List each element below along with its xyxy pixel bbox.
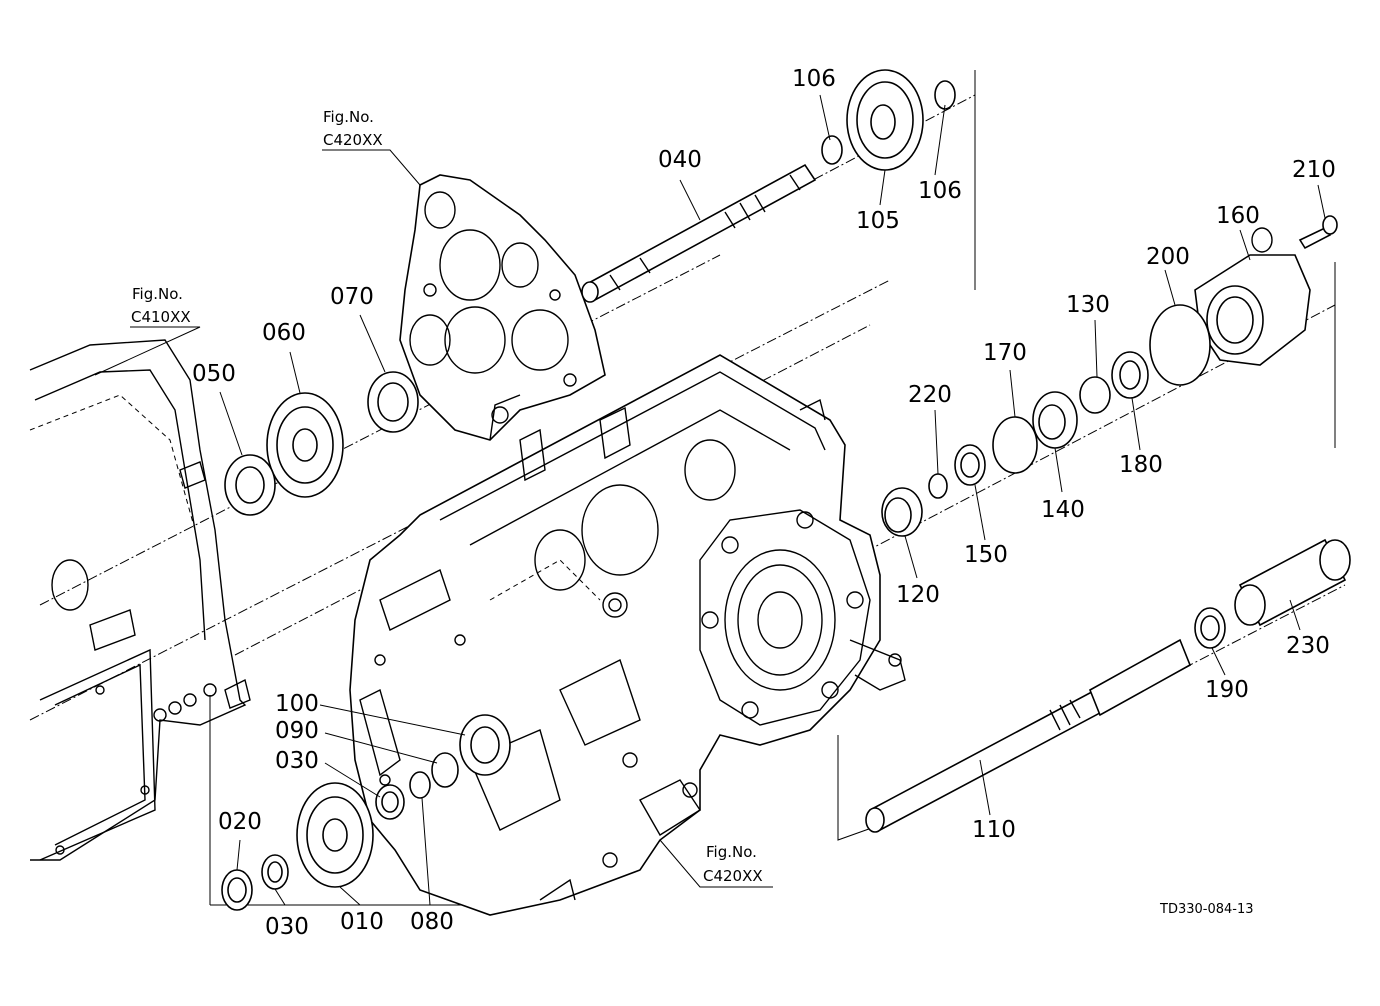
bearing-140 <box>1032 391 1078 449</box>
fig-ref-bottom-value: C420XX <box>703 867 763 885</box>
fig-ref-left: Fig.No. C410XX <box>131 285 191 326</box>
callout-100: 100 <box>275 691 319 717</box>
gear-105 <box>846 69 924 171</box>
callout-090: 090 <box>275 718 319 744</box>
callout-030b: 030 <box>265 914 309 940</box>
fig-ref-left-label: Fig.No. <box>132 285 183 303</box>
callout-020: 020 <box>218 809 262 835</box>
callout-040: 040 <box>658 147 702 173</box>
upper-plate <box>399 174 606 441</box>
seal-190 <box>1194 607 1226 649</box>
callout-106a: 106 <box>792 66 836 92</box>
ring-170 <box>992 416 1038 474</box>
gear-060 <box>266 392 344 498</box>
callout-110: 110 <box>972 817 1016 843</box>
callout-160: 160 <box>1216 203 1260 229</box>
callout-180: 180 <box>1119 452 1163 478</box>
callout-070: 070 <box>330 284 374 310</box>
collar-090 <box>431 752 459 788</box>
callout-010: 010 <box>340 909 384 935</box>
ring-220 <box>928 473 948 499</box>
bushing-120 <box>881 487 923 537</box>
shaft-110 <box>865 638 1192 833</box>
snap-ring-106a <box>821 135 843 165</box>
callout-080: 080 <box>410 909 454 935</box>
drawing-code: TD330-084-13 <box>1159 902 1254 917</box>
collar-020 <box>221 869 253 911</box>
callout-200: 200 <box>1146 244 1190 270</box>
spacer-130 <box>1079 376 1111 414</box>
callout-030a: 030 <box>275 748 319 774</box>
callout-050: 050 <box>192 361 236 387</box>
left-housing <box>29 339 251 861</box>
callout-210: 210 <box>1292 157 1336 183</box>
fig-ref-top-value: C420XX <box>323 131 383 149</box>
callout-230: 230 <box>1286 633 1330 659</box>
ring-080 <box>409 771 431 799</box>
bearing-100 <box>459 714 511 776</box>
shaft-040 <box>581 163 817 303</box>
callout-190: 190 <box>1205 677 1249 703</box>
callout-130: 130 <box>1066 292 1110 318</box>
housing-160 <box>1194 227 1311 366</box>
gear-010 <box>296 782 374 888</box>
fig-ref-bottom-label: Fig.No. <box>706 843 757 861</box>
bearing-030b <box>261 854 289 890</box>
callout-140: 140 <box>1041 497 1085 523</box>
main-housing <box>349 354 906 916</box>
fig-ref-top: Fig.No. C420XX <box>323 108 383 149</box>
callout-170: 170 <box>983 340 1027 366</box>
leader-lines <box>94 94 1326 906</box>
callout-060: 060 <box>262 320 306 346</box>
o-ring-200 <box>1149 304 1211 386</box>
seal-150 <box>954 444 986 486</box>
bearing-070 <box>367 371 419 433</box>
callout-120: 120 <box>896 582 940 608</box>
callout-labels: 106 106 105 040 210 160 200 130 170 220 … <box>192 66 1336 940</box>
callout-150: 150 <box>964 542 1008 568</box>
sleeve-230 <box>1234 538 1351 627</box>
bearing-050 <box>224 454 276 516</box>
fig-ref-top-label: Fig.No. <box>323 108 374 126</box>
bolt-210 <box>1298 215 1338 250</box>
bearing-030a <box>375 784 405 820</box>
callout-106b: 106 <box>918 178 962 204</box>
fig-ref-bottom: Fig.No. C420XX <box>703 843 763 885</box>
callout-220: 220 <box>908 382 952 408</box>
snap-ring-106b <box>934 80 956 110</box>
bearing-180 <box>1111 351 1149 399</box>
callout-105: 105 <box>856 208 900 234</box>
fig-ref-left-value: C410XX <box>131 308 191 326</box>
